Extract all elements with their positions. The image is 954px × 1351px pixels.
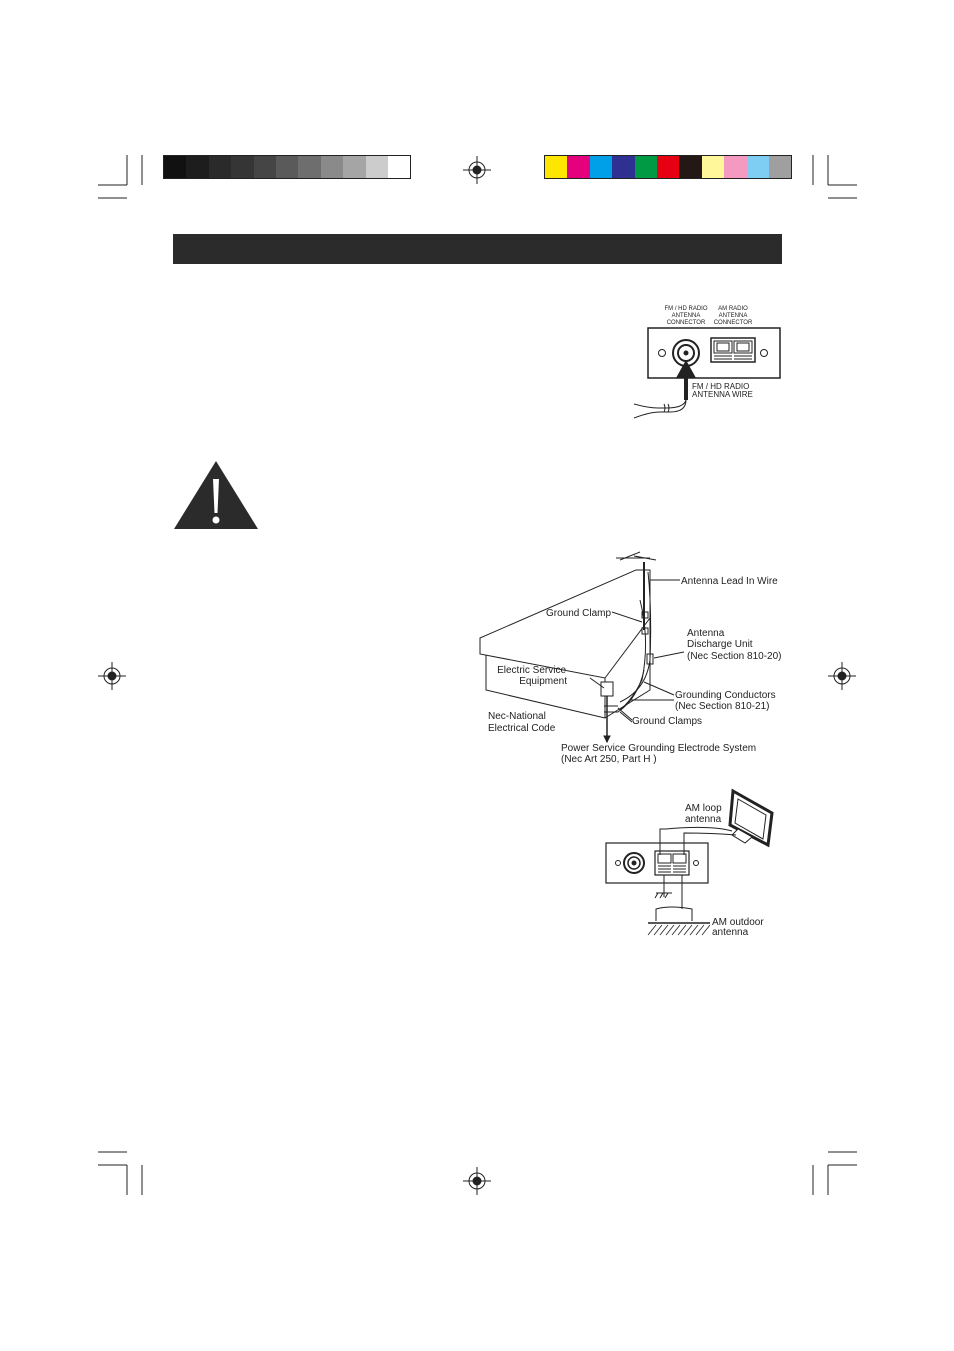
color-swatch-4 bbox=[612, 156, 635, 178]
registration-target-top bbox=[463, 156, 491, 184]
panel-screw-right bbox=[760, 349, 768, 357]
electric-service-box bbox=[600, 681, 614, 697]
color-swatch-1 bbox=[545, 156, 568, 178]
fm-connector-label-3: CONNECTOR bbox=[667, 320, 706, 326]
label-power-service-2: (Nec Art 250, Part H ) bbox=[561, 754, 657, 765]
rear-panel bbox=[647, 327, 781, 379]
ground-clamp-mast bbox=[641, 611, 649, 619]
label-discharge-2: Discharge Unit bbox=[687, 639, 753, 650]
color-swatch-10 bbox=[746, 156, 769, 178]
am-outdoor-label-2: antenna bbox=[712, 927, 749, 938]
antenna-elements bbox=[616, 551, 657, 561]
label-discharge-3: (Nec Section 810-20) bbox=[687, 651, 782, 662]
am-rear-panel bbox=[605, 842, 709, 884]
am-fm-coax-connector bbox=[623, 852, 645, 874]
house-wall-front bbox=[485, 655, 606, 719]
fm-wire-label-2: ANTENNA WIRE bbox=[692, 390, 753, 399]
color-swatch-5 bbox=[634, 156, 657, 178]
fm-connector-label-2: ANTENNA bbox=[672, 313, 701, 319]
am-connector-label-3: CONNECTOR bbox=[714, 320, 753, 326]
gray-swatch-11 bbox=[387, 156, 411, 178]
color-swatch-6 bbox=[656, 156, 680, 178]
color-swatch-9 bbox=[724, 156, 747, 178]
antenna-grounding-diagram: Antenna Lead In Wire Ground Clamp Antenn… bbox=[479, 551, 782, 765]
registration-target-right bbox=[828, 662, 856, 690]
discharge-unit bbox=[646, 653, 654, 665]
gray-swatch-2 bbox=[186, 156, 209, 178]
registration-target-left bbox=[98, 662, 126, 690]
label-electric-service-2: Equipment bbox=[519, 676, 567, 687]
grayscale-color-bar bbox=[163, 155, 412, 179]
label-grounding-conductors-2: (Nec Section 810-21) bbox=[675, 701, 770, 712]
registration-target-bottom bbox=[463, 1167, 491, 1195]
gray-swatch-10 bbox=[365, 156, 388, 178]
process-color-bar bbox=[544, 155, 793, 179]
label-discharge-1: Antenna bbox=[687, 628, 725, 639]
label-antenna-lead: Antenna Lead In Wire bbox=[681, 576, 778, 587]
label-ground-clamps: Ground Clamps bbox=[632, 716, 702, 727]
ground-hatching bbox=[647, 924, 711, 936]
gray-swatch-5 bbox=[253, 156, 276, 178]
am-spring-terminals bbox=[710, 337, 756, 363]
color-swatch-11 bbox=[768, 156, 792, 178]
grounding-conductor bbox=[619, 599, 647, 711]
house-wall-side bbox=[604, 618, 651, 719]
am-antenna-connection-diagram: AM loop antenna AM outdoor antenna bbox=[605, 788, 774, 938]
warning-icon bbox=[174, 461, 258, 529]
am-connector-label-2: ANTENNA bbox=[719, 313, 748, 319]
label-electric-service-1: Electric Service bbox=[497, 665, 566, 676]
section-header-bar bbox=[173, 234, 782, 264]
am-outdoor-label-1: AM outdoor bbox=[712, 917, 764, 928]
panel-screw-left bbox=[658, 349, 666, 357]
color-swatch-8 bbox=[701, 156, 725, 178]
fm-wire-label-1: FM / HD RADIO bbox=[692, 382, 749, 391]
gray-swatch-3 bbox=[208, 156, 232, 178]
label-nec-1: Nec-National bbox=[488, 711, 546, 722]
am-connector-label-1: AM RADIO bbox=[718, 306, 748, 312]
label-ground-clamp: Ground Clamp bbox=[546, 608, 611, 619]
gray-swatch-6 bbox=[275, 156, 299, 178]
am-loop-antenna-icon bbox=[728, 788, 774, 848]
color-swatch-3 bbox=[589, 156, 613, 178]
fm-connector-label-1: FM / HD RADIO bbox=[665, 306, 708, 312]
am-loop-label-1: AM loop bbox=[685, 803, 722, 814]
am-terminal-block bbox=[654, 850, 690, 876]
am-loop-label-2: antenna bbox=[685, 814, 722, 825]
label-nec-2: Electrical Code bbox=[488, 723, 556, 734]
fm-antenna-connector-diagram: FM / HD RADIO ANTENNA CONNECTOR AM RADIO… bbox=[633, 306, 781, 419]
label-grounding-conductors-1: Grounding Conductors bbox=[675, 690, 776, 701]
color-swatch-7 bbox=[679, 156, 702, 178]
gray-swatch-4 bbox=[231, 156, 254, 178]
gray-swatch-7 bbox=[298, 156, 321, 178]
connect-arrow-icon bbox=[676, 360, 696, 378]
gray-swatch-8 bbox=[320, 156, 344, 178]
color-swatch-2 bbox=[567, 156, 590, 178]
label-power-service-1: Power Service Grounding Electrode System bbox=[561, 743, 756, 754]
house-roof bbox=[479, 569, 651, 679]
gray-swatch-1 bbox=[164, 156, 187, 178]
gray-swatch-9 bbox=[343, 156, 366, 178]
